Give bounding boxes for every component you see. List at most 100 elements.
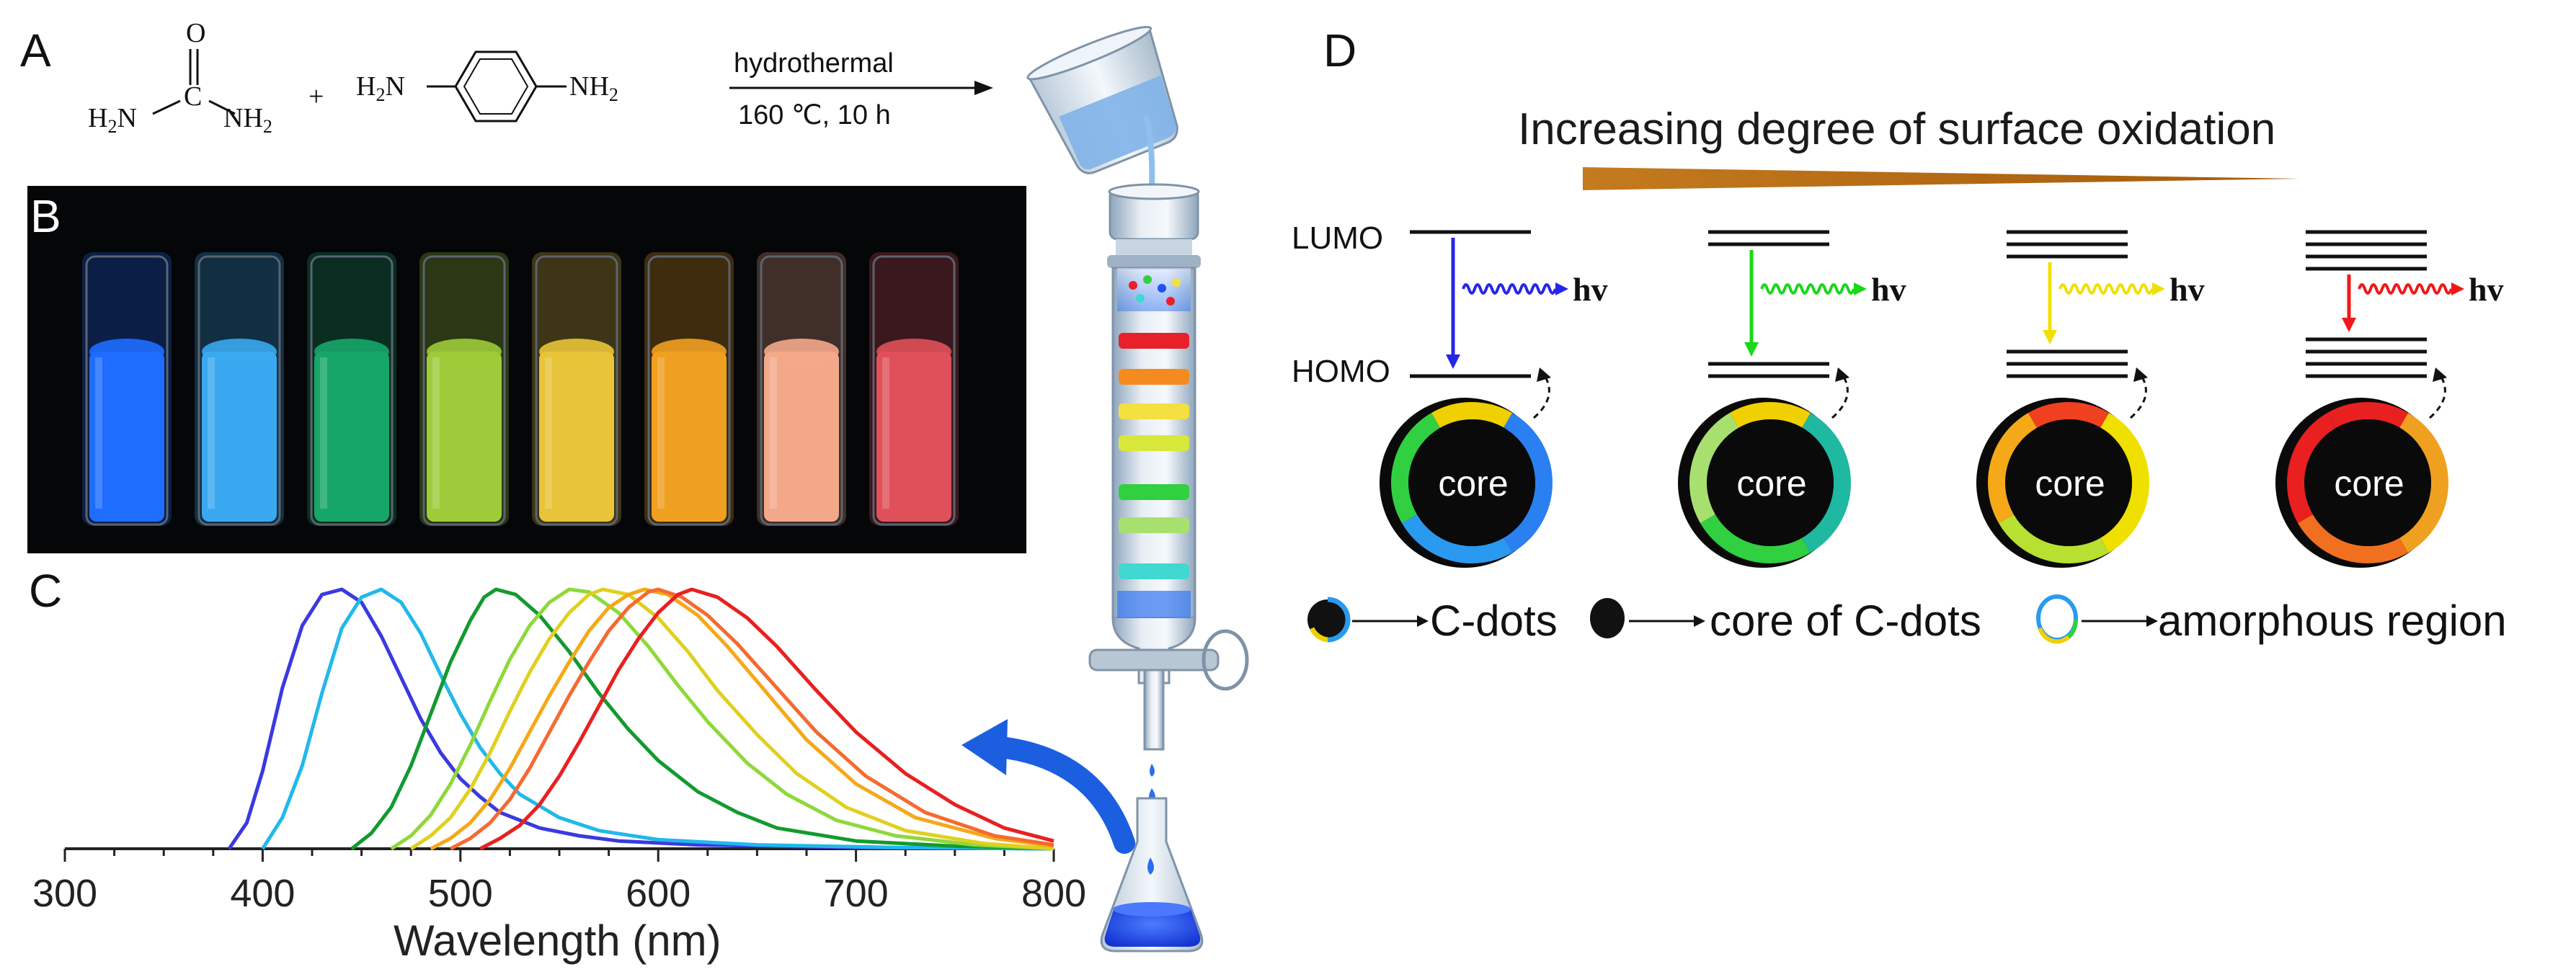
pouring-beaker-icon	[1026, 25, 1178, 174]
carbon-dot-particle: core	[1380, 398, 1553, 568]
vial	[644, 252, 734, 526]
lumo-label: LUMO	[1292, 220, 1383, 256]
amorphous-shell	[2287, 413, 2337, 523]
amorphous-shell	[1999, 514, 2109, 563]
oxidation-title: Increasing degree of surface oxidation	[1518, 104, 2275, 154]
spectrum-line	[409, 587, 1054, 851]
homo-label: HOMO	[1292, 354, 1390, 389]
spectrum-line	[430, 587, 1054, 851]
spectrum-line	[479, 587, 1054, 851]
emission-wave	[1462, 283, 1557, 295]
x-tick-label: 400	[230, 872, 295, 915]
column-dot	[1172, 278, 1181, 287]
erlenmeyer-flask-icon	[1100, 797, 1204, 953]
column-band	[1119, 403, 1189, 419]
reaction-condition-bottom: 160 ℃, 10 h	[738, 100, 891, 130]
vial	[307, 252, 396, 526]
energy-level-column: hv core	[1380, 230, 1608, 568]
x-tick-label: 600	[626, 872, 690, 915]
amorphous-shell	[1730, 402, 1811, 428]
legend: C-dots core of C-dots amorphous region	[1307, 594, 2507, 645]
x-tick-label: 700	[824, 872, 889, 915]
x-axis-label: Wavelength (nm)	[394, 916, 721, 965]
transition-arrowhead	[2043, 330, 2057, 344]
amorphous-shell	[1689, 413, 1739, 523]
core-label: core	[1438, 463, 1508, 504]
vial	[869, 252, 959, 526]
urea-structure: O C H2N NH2	[88, 18, 272, 137]
photon-label: hv	[1573, 271, 1608, 308]
amorphous-shell	[1988, 413, 2038, 523]
column-band	[1119, 563, 1189, 579]
amorphous-shell	[2399, 413, 2448, 553]
legend-cdots-label: C-dots	[1430, 597, 1558, 645]
column-dot	[1166, 297, 1175, 305]
column-band	[1119, 435, 1189, 451]
photon-label: hv	[1871, 271, 1906, 308]
column-band	[1119, 484, 1189, 500]
dashed-arrowhead	[2133, 367, 2148, 382]
column-dot	[1129, 281, 1137, 290]
dashed-arrowhead	[2433, 367, 2447, 382]
x-tick-label: 300	[32, 872, 97, 915]
spectrum-line	[261, 587, 1054, 851]
emission-wave	[2058, 283, 2154, 295]
vial	[82, 252, 172, 526]
column-band	[1119, 333, 1189, 349]
reaction-condition-top: hydrothermal	[734, 48, 894, 79]
transition-arrowhead	[2342, 318, 2356, 332]
amorphous-shell	[2028, 402, 2109, 428]
panel-label-a: A	[20, 24, 51, 76]
amorphous-shell	[1402, 514, 1512, 563]
return-arrow-icon	[961, 719, 1135, 854]
amorphous-shell	[1431, 402, 1512, 428]
panel-label-d: D	[1323, 24, 1356, 76]
urea-carbon: C	[184, 81, 202, 112]
amorphous-shell	[2100, 413, 2149, 553]
urea-oxygen: O	[186, 18, 205, 48]
transition-arrowhead	[1446, 354, 1460, 369]
spectrum-line	[449, 587, 1054, 851]
dashed-arrowhead	[1537, 367, 1551, 382]
core-label: core	[1736, 463, 1806, 504]
column-dot	[1158, 284, 1166, 293]
legend-cdots-icon	[1307, 597, 1351, 643]
emission-arrowhead	[1555, 282, 1568, 295]
amorphous-shell	[1801, 413, 1851, 553]
plus-sign: +	[308, 81, 324, 112]
dashed-curved-arrow	[2429, 374, 2446, 419]
oxidation-arrow	[1583, 167, 2299, 190]
panel-label-b: B	[30, 190, 61, 242]
emission-arrowhead	[1854, 282, 1867, 295]
dashed-arrowhead	[1835, 367, 1849, 382]
vial	[419, 252, 509, 526]
core-label: core	[2035, 463, 2105, 504]
amorphous-shell	[1503, 413, 1553, 553]
svg-text:NH2: NH2	[223, 103, 272, 137]
chromatography-column-icon	[1088, 183, 1249, 804]
p-phenylenediamine-structure: H2N NH2	[356, 50, 618, 122]
photon-label: hv	[2169, 271, 2205, 308]
column-dot	[1136, 294, 1145, 303]
vial	[757, 252, 846, 526]
carbon-dot-particle: core	[2275, 398, 2448, 568]
dashed-curved-arrow	[2130, 374, 2147, 419]
vial	[532, 252, 621, 526]
column-dot	[1143, 275, 1152, 284]
vial	[195, 252, 284, 526]
legend-core-icon	[1590, 598, 1625, 638]
amorphous-shell	[2327, 402, 2408, 428]
legend-core-label: core of C-dots	[1710, 597, 1981, 645]
carbon-dot-particle: core	[1976, 398, 2149, 568]
emission-wave	[2358, 283, 2453, 295]
core-label: core	[2334, 463, 2404, 504]
svg-text:NH2: NH2	[569, 71, 618, 105]
svg-text:H2N: H2N	[356, 71, 405, 105]
spectrum-line	[390, 587, 1054, 851]
x-tick-label: 800	[1021, 872, 1086, 915]
svg-text:H2N: H2N	[88, 103, 137, 137]
legend-amorphous-label: amorphous region	[2158, 597, 2507, 645]
